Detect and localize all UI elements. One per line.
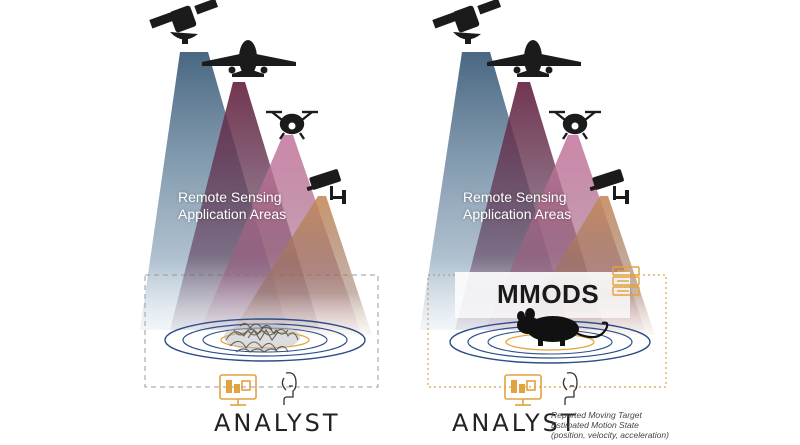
right-analyst-person-icon bbox=[562, 372, 578, 405]
right-sensing-label-line2: Application Areas bbox=[463, 206, 572, 222]
right-sensing-label-line1: Remote Sensing bbox=[463, 189, 567, 205]
left-drone-icon bbox=[266, 110, 318, 140]
right-sensing-label: Remote Sensing Application Areas bbox=[463, 189, 571, 223]
mmods-band bbox=[455, 272, 630, 318]
output-note-line2: Estimated Motion State bbox=[551, 420, 639, 430]
mmods-label: MMODS bbox=[497, 279, 600, 309]
output-note-line3: (position, velocity, acceleration) bbox=[551, 430, 669, 440]
left-dashed-box bbox=[144, 274, 379, 388]
left-ring-outer bbox=[164, 318, 366, 362]
noise-blob bbox=[224, 322, 300, 353]
right-analyst-monitor-icon bbox=[504, 374, 542, 406]
left-sensing-label-line1: Remote Sensing bbox=[178, 189, 282, 205]
right-airplane-icon bbox=[487, 40, 581, 77]
right-drone-icon bbox=[549, 110, 601, 140]
right-analyst-label: ANALYST bbox=[452, 409, 579, 437]
right-satellite-icon bbox=[432, 0, 502, 44]
output-note: Reported Moving Target Estimated Motion … bbox=[551, 410, 669, 440]
left-sensing-label-line2: Application Areas bbox=[178, 206, 287, 222]
output-note-line1: Reported Moving Target bbox=[551, 410, 642, 420]
right-panel bbox=[420, 52, 667, 406]
right-security-camera-icon bbox=[589, 169, 629, 204]
mouse-icon bbox=[517, 308, 609, 346]
server-stack-icon bbox=[612, 266, 640, 296]
left-satellite-icon bbox=[149, 0, 219, 44]
left-sensing-label: Remote Sensing Application Areas bbox=[178, 189, 286, 223]
left-airplane-icon bbox=[202, 40, 296, 77]
left-security-camera-icon bbox=[306, 169, 346, 204]
left-analyst-person-icon bbox=[281, 372, 297, 405]
left-camera-beam bbox=[230, 196, 372, 335]
left-panel bbox=[140, 52, 379, 406]
left-analyst-label: ANALYST bbox=[214, 409, 341, 437]
left-analyst-monitor-icon bbox=[219, 374, 257, 406]
